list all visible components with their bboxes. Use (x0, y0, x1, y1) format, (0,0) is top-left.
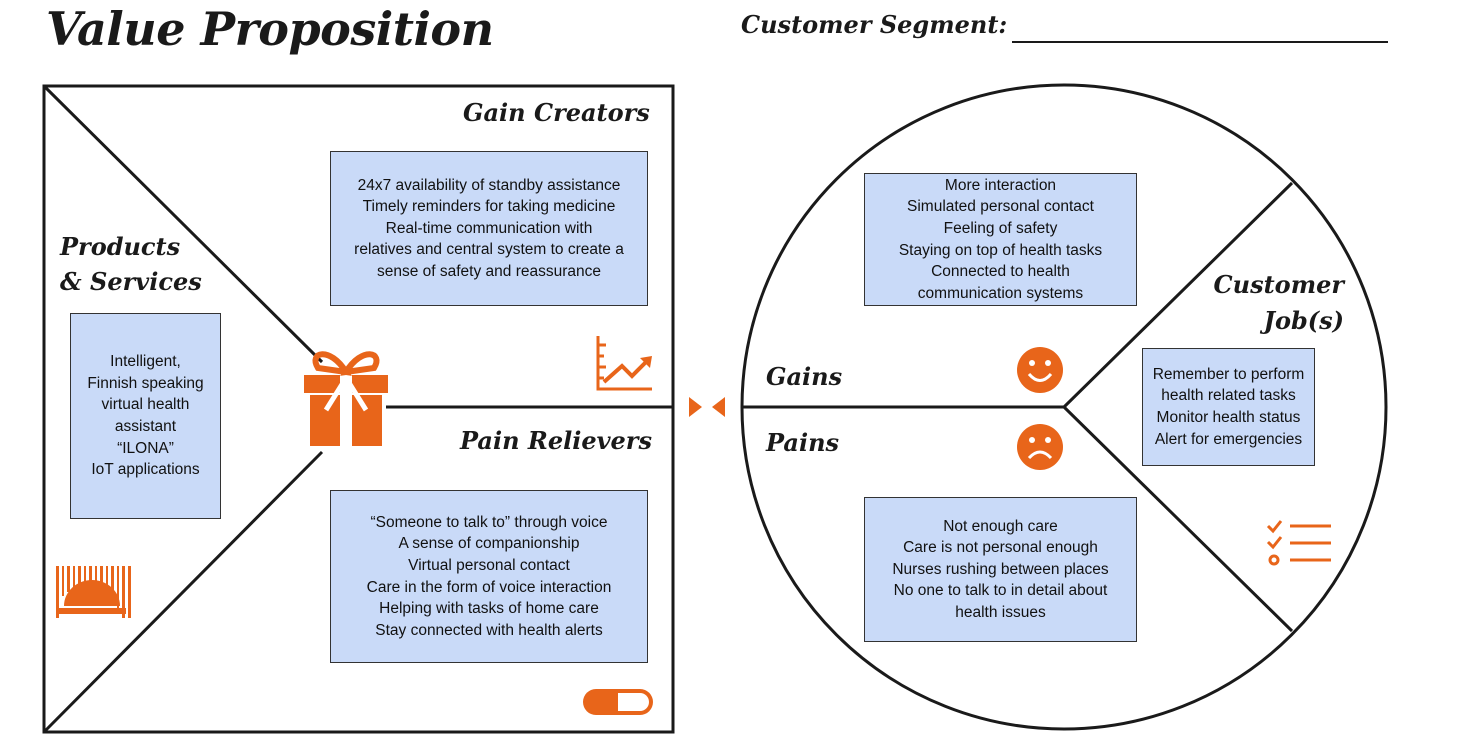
gains-text: More interaction Simulated personal cont… (898, 176, 1103, 302)
customer-jobs-note: Remember to perform health related tasks… (1142, 348, 1315, 466)
sad-face-icon (1017, 424, 1063, 470)
divider-jobs-upper (1062, 181, 1294, 409)
fit-arrows-icon (689, 397, 725, 417)
divider-lower-diagonal (42, 450, 324, 734)
customer-segment-field[interactable] (1012, 41, 1388, 43)
value-map-border (42, 84, 675, 734)
products-services-text: Intelligent, Finnish speaking virtual he… (87, 353, 204, 479)
pill-icon (583, 689, 653, 715)
products-services-title: Products & Services (60, 232, 202, 296)
happy-face-icon (1017, 347, 1063, 393)
products-services-note: Intelligent, Finnish speaking virtual he… (70, 313, 221, 519)
value-map (42, 84, 675, 734)
pain-relievers-note: “Someone to talk to” through voice A sen… (330, 490, 648, 663)
checklist-icon (1266, 520, 1331, 566)
pains-note: Not enough care Care is not personal eno… (864, 497, 1137, 642)
gift-icon (304, 351, 388, 446)
customer-profile (740, 83, 1388, 731)
gains-note: More interaction Simulated personal cont… (864, 173, 1137, 306)
growth-chart-icon (596, 336, 652, 391)
gain-creators-text: 24x7 availability of standby assistance … (354, 176, 624, 280)
divider-upper-diagonal (42, 84, 324, 364)
pains-title: Pains (766, 428, 840, 457)
customer-segment-label: Customer Segment: (741, 10, 1008, 39)
customer-jobs-title: Customer Job(s) (1213, 270, 1344, 335)
gain-creators-note: 24x7 availability of standby assistance … (330, 151, 648, 306)
customer-jobs-text: Remember to perform health related tasks… (1152, 365, 1305, 448)
divider-jobs-lower (1062, 405, 1294, 633)
gain-creators-title: Gain Creators (463, 98, 650, 127)
pains-text: Not enough care Care is not personal eno… (892, 517, 1109, 621)
gains-title: Gains (766, 362, 843, 391)
barcode-cloche-icon (56, 566, 131, 618)
pain-relievers-text: “Someone to talk to” through voice A sen… (366, 513, 612, 639)
pain-relievers-title: Pain Relievers (460, 426, 652, 455)
page-title: Value Proposition (46, 2, 494, 56)
